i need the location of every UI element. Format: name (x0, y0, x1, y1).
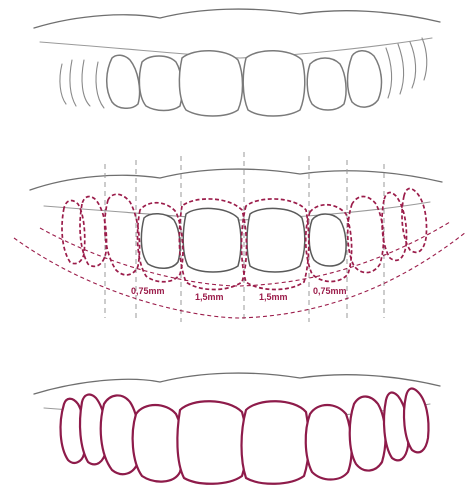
tooth-outline (82, 60, 90, 106)
tooth-outline (398, 44, 404, 94)
tooth-outline (70, 60, 76, 106)
tooth-outline (96, 62, 104, 108)
veneer-outline (62, 201, 85, 264)
tooth-outline (247, 208, 305, 272)
veneer-tooth (404, 389, 429, 453)
tooth-outline (307, 58, 346, 110)
upper-lip-line (30, 169, 442, 190)
tooth-outline (422, 38, 427, 80)
original-smile-panel (34, 9, 440, 116)
tooth-outline (107, 55, 140, 108)
veneer-plan-panel: 0,75mm 1,5mm 1,5mm 0,75mm (14, 152, 466, 322)
tooth-outline (183, 208, 241, 272)
tooth-outline (179, 51, 242, 116)
tooth-outline (60, 64, 66, 104)
measurement-label-central-right: 1,5mm (259, 292, 288, 302)
veneer-outline (402, 189, 427, 253)
tooth-outline (309, 214, 346, 266)
veneer-tooth (177, 401, 246, 484)
measurement-label-central-left: 1,5mm (195, 292, 224, 302)
veneer-tooth (306, 405, 352, 480)
upper-lip-line (34, 373, 440, 394)
tooth-outline (410, 42, 416, 88)
veneer-tooth (133, 405, 183, 482)
tooth-outline (139, 56, 182, 111)
veneer-outline (80, 197, 107, 267)
veneer-tooth (242, 401, 309, 484)
measurement-label-lateral-right: 0,75mm (313, 286, 347, 296)
veneer-outline (105, 194, 140, 275)
tooth-outline (141, 214, 180, 269)
tooth-outline (348, 51, 382, 107)
veneer-outline (348, 197, 384, 273)
tooth-outline (386, 48, 392, 98)
veneer-tooth (350, 397, 386, 471)
final-veneers-panel (34, 373, 440, 484)
measurement-label-lateral-left: 0,75mm (131, 286, 165, 296)
upper-lip-line (34, 9, 440, 28)
tooth-outline (243, 51, 305, 116)
